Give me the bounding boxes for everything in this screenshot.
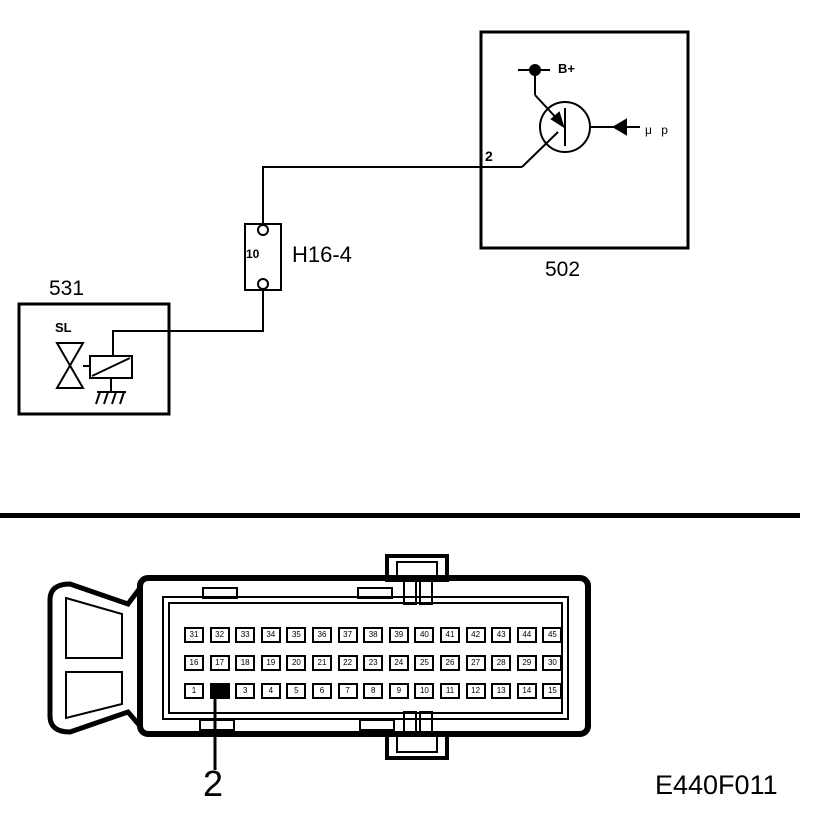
connector-pin-13: 13 [491,683,512,699]
connector-pin-34: 34 [260,627,281,643]
ecu-pin-label: 2 [485,148,493,164]
connector-pin-43: 43 [491,627,512,643]
connector-pin-29: 29 [516,655,537,671]
connector-pin-22: 22 [337,655,358,671]
connector-code-label: H16-4 [292,242,352,267]
connector-pin-7: 7 [337,683,358,699]
connector-pin-32: 32 [209,627,230,643]
connector-pin-38: 38 [363,627,384,643]
connector-pin-1: 1 [184,683,204,699]
connector-pin-5: 5 [286,683,307,699]
connector-pin-35: 35 [286,627,307,643]
connector-pin-11: 11 [440,683,460,699]
connector-pin-4: 4 [260,683,281,699]
ground-icon [95,391,126,405]
signal-label: μ p [645,123,671,137]
connector-pin-12: 12 [465,683,486,699]
connector-pin-3: 3 [235,683,256,699]
connector-pin-16: 16 [184,655,204,671]
section-divider [0,513,800,518]
connector-pin-19: 19 [260,655,281,671]
solenoid-box [17,302,171,416]
connector-pin-27: 27 [465,655,486,671]
connector-terminal-bottom [257,278,269,290]
connector-pin-45: 45 [542,627,563,643]
connector-pin-24: 24 [388,655,409,671]
ecu-box [479,30,690,250]
connector-pin-23: 23 [363,655,384,671]
connector-pin-15: 15 [542,683,563,699]
connector-pin-10: 10 [414,683,435,699]
connector-pin-28: 28 [491,655,512,671]
connector-pin-8: 8 [363,683,384,699]
connector-pin-44: 44 [516,627,537,643]
valve-symbol [55,342,85,389]
connector-pin-40: 40 [414,627,435,643]
connector-pin-20: 20 [286,655,307,671]
connector-pin-label: 10 [246,247,260,261]
connector-pin-21: 21 [312,655,332,671]
connector-pin-41: 41 [440,627,460,643]
connector-pin-37: 37 [337,627,358,643]
connector-pin-25: 25 [414,655,435,671]
connector-terminal-top [257,224,269,236]
ecu-code-label: 502 [545,258,581,281]
connector-pin-2: 2 [209,683,230,699]
solenoid-wire [112,287,264,356]
solenoid-code-label: 531 [49,277,85,300]
transistor-symbol [518,64,640,168]
connector-pin-17: 17 [209,655,230,671]
connector-pin-14: 14 [516,683,537,699]
solenoid-coil [83,355,133,392]
solenoid-label: SL [55,320,72,335]
supply-label: B+ [558,61,575,76]
connector-pin-6: 6 [312,683,332,699]
connector-pin-9: 9 [388,683,409,699]
connector-pin-36: 36 [312,627,332,643]
connector-pin-26: 26 [440,655,460,671]
connector-pin-31: 31 [184,627,204,643]
connector-pin-42: 42 [465,627,486,643]
ecu-connector-housing [47,554,591,760]
connector-pin-30: 30 [542,655,563,671]
connector-pin-18: 18 [235,655,256,671]
figure-id-label: E440F011 [655,770,778,800]
pin-callout-label: 2 [203,763,224,804]
signal-wire [262,166,522,226]
connector-pin-39: 39 [388,627,409,643]
connector-pin-33: 33 [235,627,256,643]
